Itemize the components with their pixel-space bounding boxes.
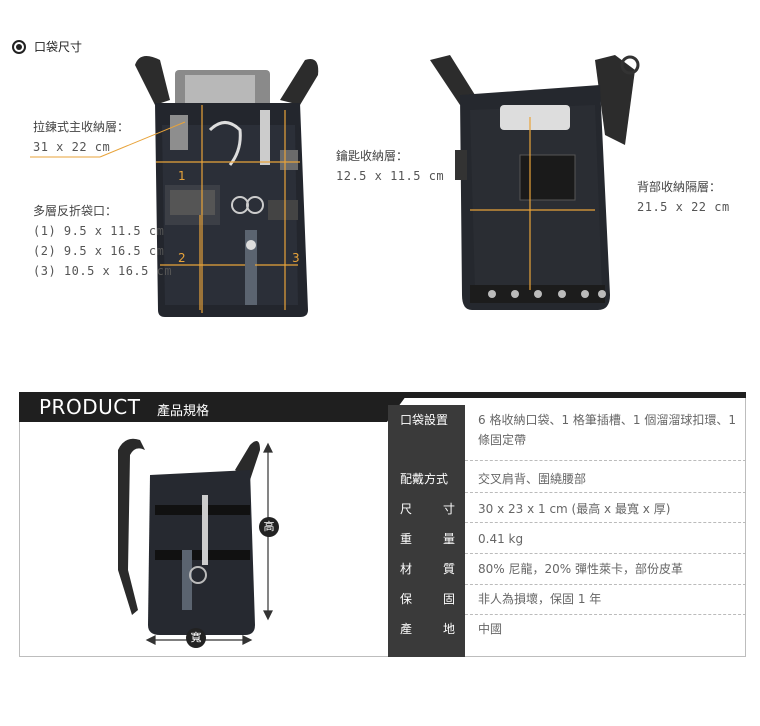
- product-header-band: PRODUCT 產品規格: [19, 392, 409, 422]
- marker-3: 3: [292, 251, 300, 265]
- spec-separator: [465, 522, 746, 523]
- main-pocket-leader-line: [30, 121, 186, 158]
- spec-key-material: 材質: [400, 562, 455, 576]
- spec-separator: [465, 553, 746, 554]
- product-title: PRODUCT: [39, 395, 141, 419]
- product-top-line: [387, 392, 746, 398]
- key-pocket-annotation: 鑰匙收納層： 12.5 x 11.5 cm: [336, 146, 444, 186]
- spec-value-size: 30 x 23 x 1 cm (最高 x 最寬 x 厚): [478, 502, 671, 516]
- product-subtitle: 產品規格: [157, 404, 210, 419]
- product-bag-image: [118, 438, 273, 645]
- width-badge: 寬: [186, 628, 206, 648]
- spec-value-weight: 0.41 kg: [478, 532, 524, 546]
- bullet-icon: [12, 39, 26, 54]
- back-pocket-annotation: 背部收納隔層： 21.5 x 22 cm: [637, 177, 730, 217]
- spec-key-wear: 配戴方式: [400, 472, 449, 486]
- spec-key-warranty: 保固: [400, 592, 455, 606]
- pocket-section-title: 口袋尺寸: [34, 40, 83, 54]
- spec-value-origin: 中國: [478, 622, 503, 636]
- pocket-section-header: 口袋尺寸: [12, 38, 82, 55]
- main-pocket-label: 拉鍊式主收納層：: [33, 120, 130, 134]
- back-pocket-size: 21.5 x 22 cm: [637, 200, 730, 214]
- back-bag-image: [430, 55, 640, 310]
- main-pocket-size: 31 x 22 cm: [33, 140, 111, 154]
- spec-value-wear: 交叉肩背、圍繞腰部: [478, 472, 587, 486]
- spec-separator: [465, 584, 746, 585]
- height-badge: 高: [259, 517, 279, 537]
- spec-key-column: [388, 405, 465, 657]
- key-pocket-size: 12.5 x 11.5 cm: [336, 169, 445, 183]
- front-bag-image: 1 2 3: [135, 56, 319, 317]
- back-pocket-label: 背部收納隔層：: [637, 180, 722, 194]
- multi-pocket-size-2: (2) 9.5 x 16.5 cm: [33, 244, 165, 258]
- spec-key-weight: 重量: [400, 532, 455, 546]
- marker-1: 1: [178, 169, 186, 183]
- spec-value-warranty: 非人為損壞，保固 1 年: [478, 592, 602, 606]
- multi-pocket-label: 多層反折袋口：: [33, 204, 118, 218]
- marker-2: 2: [178, 251, 186, 265]
- spec-value-material: 80% 尼龍，20% 彈性萊卡，部份皮革: [478, 562, 683, 576]
- spec-separator: [465, 492, 746, 493]
- spec-key-origin: 產地: [400, 622, 455, 636]
- spec-value-pockets: 6 格收納口袋、1 格筆插槽、1 個溜溜球扣環、1 條固定帶: [478, 413, 736, 447]
- multi-pocket-size-1: (1) 9.5 x 11.5 cm: [33, 224, 165, 238]
- spec-key-pockets: 口袋設置: [400, 413, 449, 427]
- spec-key-size: 尺寸: [400, 502, 455, 516]
- multi-pocket-annotation: 多層反折袋口： (1) 9.5 x 11.5 cm (2) 9.5 x 16.5…: [33, 201, 172, 281]
- spec-separator: [465, 460, 746, 461]
- key-pocket-label: 鑰匙收納層：: [336, 149, 409, 163]
- spec-separator: [465, 614, 746, 615]
- main-pocket-annotation: 拉鍊式主收納層： 31 x 22 cm: [33, 117, 129, 157]
- multi-pocket-size-3: (3) 10.5 x 16.5 cm: [33, 264, 173, 278]
